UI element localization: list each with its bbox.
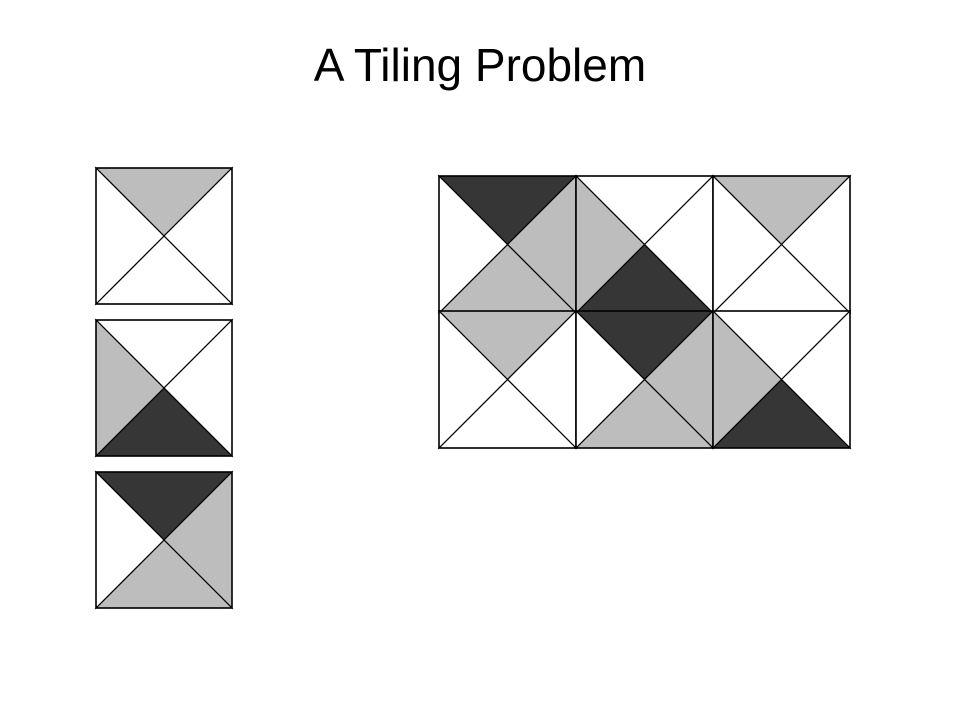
tile-border: [95, 471, 233, 609]
page-title: A Tiling Problem: [313, 39, 647, 91]
tile-type-1: [94, 166, 234, 306]
tile-border: [95, 167, 233, 305]
grid-tile-r1-c1: [437, 174, 578, 315]
grid-tile-r1-c2: [574, 174, 715, 315]
grid-tile-r1-c3: [711, 174, 852, 315]
grid-tile-r2-c2: [574, 309, 715, 450]
grid-tile-r2-c1: [437, 309, 578, 450]
tile-type-3: [94, 470, 234, 610]
grid-tile-r2-c3: [711, 309, 852, 450]
tile-set: [94, 166, 234, 610]
tile-border: [95, 319, 233, 457]
tile-type-2: [94, 318, 234, 458]
tiling-grid: [437, 174, 852, 450]
tile-border: [712, 310, 851, 449]
